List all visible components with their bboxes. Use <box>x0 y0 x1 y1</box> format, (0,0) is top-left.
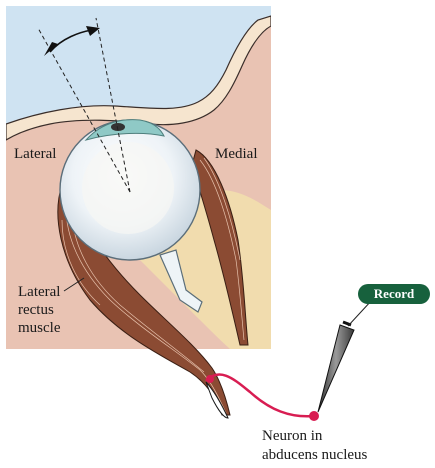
rotation-arrow-icon <box>44 26 100 56</box>
neuron-label-line1: Neuron in <box>262 428 323 444</box>
medial-rectus-muscle <box>191 149 249 346</box>
record-button[interactable]: Record <box>358 284 430 304</box>
medial-muscle-fibers <box>199 157 245 341</box>
neuron-label-line2: abducens nucleus <box>262 447 368 463</box>
motor-endplate <box>206 375 214 383</box>
medial-label: Medial <box>215 146 258 162</box>
muscle-label-line3: muscle <box>18 320 61 336</box>
nerve-fiber <box>205 373 315 418</box>
bone-ridge <box>6 15 271 141</box>
lens-highlight <box>82 142 174 234</box>
muscle-label-leader <box>63 277 85 292</box>
muscle-tip <box>205 381 229 419</box>
lateral-label: Lateral <box>14 146 56 162</box>
recording-electrode-icon <box>317 324 355 413</box>
pupil <box>111 123 125 131</box>
electrode-lead <box>347 299 373 327</box>
gaze-lines <box>37 17 131 193</box>
muscle-label-line2: rectus <box>18 302 54 318</box>
record-label: Record <box>374 286 415 301</box>
optic-nerve <box>159 249 203 313</box>
neuron-soma <box>309 411 319 421</box>
muscle-label-line1: Lateral <box>18 284 60 300</box>
lateral-muscle-fibers <box>61 199 227 414</box>
cornea <box>84 119 165 141</box>
